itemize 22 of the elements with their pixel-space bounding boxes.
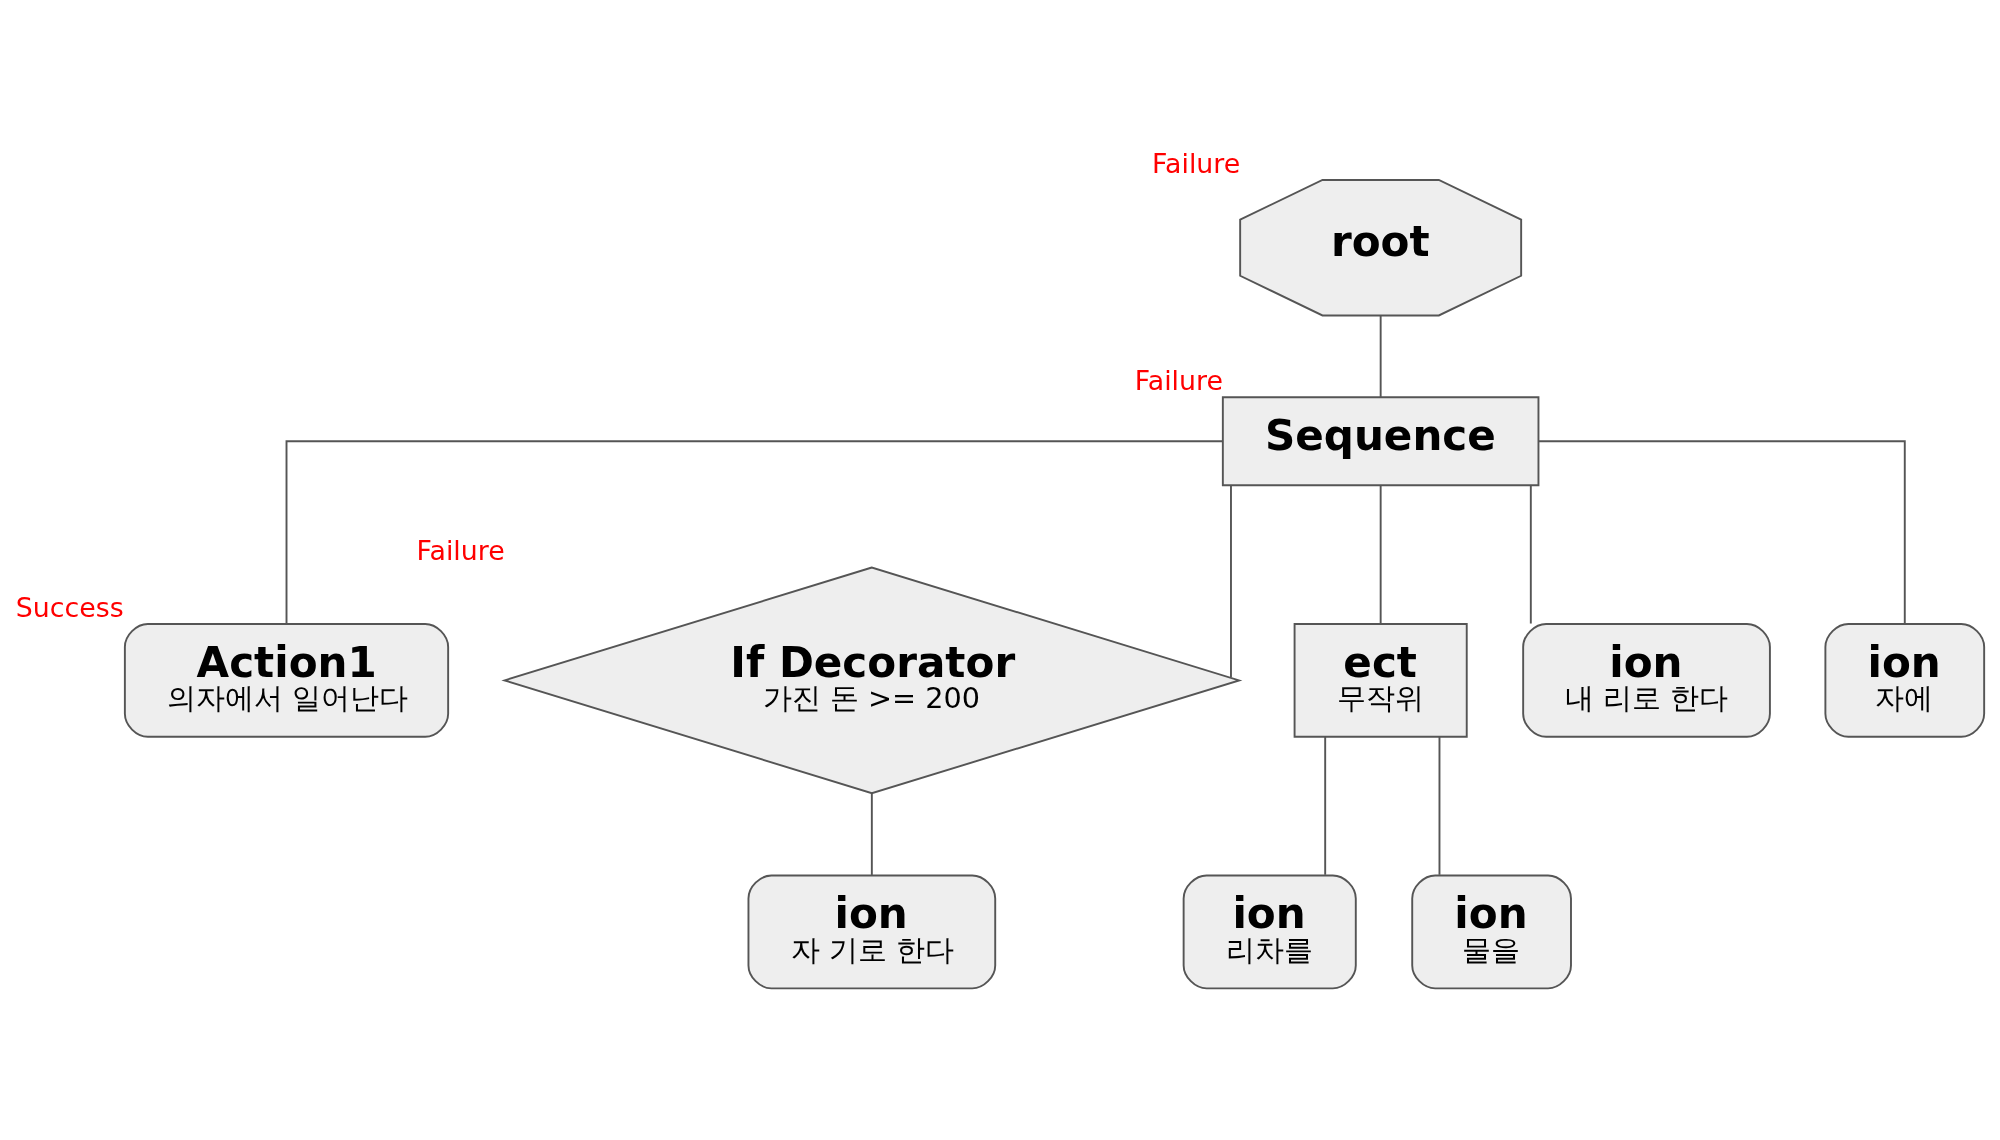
node-diamond: If Decorator 가진 돈 >= 200 <box>501 566 1243 795</box>
node-box: ect 무작위 <box>1293 623 1468 738</box>
node-box: Action1 의자에서 일어난다 <box>123 623 450 738</box>
connector <box>1529 484 1532 625</box>
connector <box>285 440 1224 625</box>
node-box: ion 물을 <box>1411 874 1572 990</box>
node-box: ion 내 리로 한다 <box>1522 623 1771 738</box>
node-box: Sequence <box>1221 396 1540 487</box>
node-label: Failure <box>1134 365 1223 397</box>
connector <box>1230 484 1232 679</box>
connector <box>1379 314 1382 398</box>
node-box: ion 자에 <box>1824 623 1986 738</box>
node-label: Failure <box>416 535 505 567</box>
connector <box>1324 735 1327 876</box>
node-label: Failure <box>1152 148 1241 180</box>
connector <box>1438 735 1441 876</box>
connector <box>1537 440 1906 625</box>
connector <box>1379 484 1382 625</box>
node-label: Success <box>15 591 124 623</box>
connector <box>870 792 873 876</box>
node-box: ion 리차를 <box>1182 874 1357 990</box>
node-box: ion 자 기로 한다 <box>747 874 997 990</box>
